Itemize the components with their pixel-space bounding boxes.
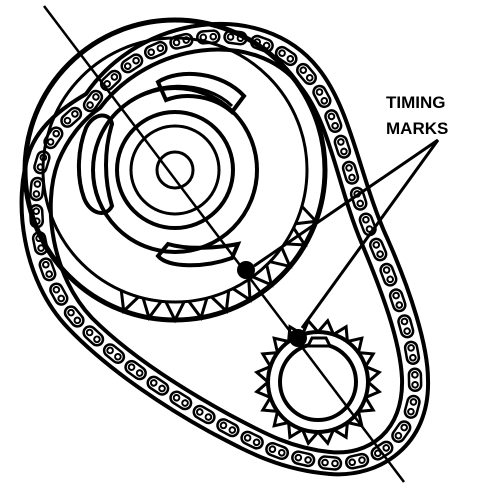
- cam-hub-inner: [115, 110, 235, 230]
- cam-tooth: [210, 290, 231, 315]
- camshaft-sprocket: [22, 17, 328, 324]
- chain-link: [169, 390, 193, 411]
- chain-link: [102, 343, 126, 364]
- chain-link: [192, 404, 216, 425]
- cam-bolt-hole: [155, 150, 195, 190]
- chain-link: [324, 109, 343, 134]
- chain-link: [388, 288, 407, 313]
- crank-keyway: [305, 336, 333, 348]
- chain-link: [38, 257, 57, 282]
- chain-outer-edge: [19, 22, 431, 477]
- chain-link: [63, 305, 85, 328]
- callout-leaders: [253, 138, 440, 329]
- cam-slot-upper: [155, 71, 247, 115]
- cam-tooth: [164, 301, 186, 324]
- chain-link: [29, 176, 45, 202]
- crankshaft-sprocket: [254, 318, 382, 446]
- timing-marks-label-line2: MARKS: [386, 119, 448, 138]
- chain-link: [240, 430, 264, 450]
- chain-link: [312, 84, 332, 109]
- timing-marks-label-line1: TIMING: [386, 93, 446, 112]
- timing-mark-upper: [237, 261, 255, 279]
- cam-slot-left: [76, 113, 115, 215]
- cam-slot-lower: [155, 241, 242, 268]
- cam-tooth: [141, 297, 163, 321]
- chain-link: [124, 359, 147, 381]
- cam-slot-curve: [118, 84, 234, 112]
- cam-tooth: [269, 247, 293, 269]
- cam-tooth: [187, 297, 209, 321]
- chain-link: [358, 212, 377, 237]
- leader-to-upper-mark: [253, 138, 439, 268]
- chain-link: [120, 53, 144, 74]
- chain-link: [344, 452, 370, 470]
- chain-link: [49, 282, 69, 306]
- chain-link: [274, 45, 298, 67]
- chain-link: [333, 134, 352, 159]
- cam-hub-outer: [91, 86, 259, 254]
- timing-mark-lower: [289, 329, 307, 347]
- timing-alignment-line: [43, 5, 405, 483]
- chain-link: [403, 394, 421, 419]
- chain-link: [403, 340, 421, 365]
- cam-tooth: [232, 279, 252, 303]
- cam-tooth: [119, 290, 140, 315]
- cam-hub-ring: [129, 124, 221, 216]
- chain-link: [407, 367, 423, 393]
- chain-link: [379, 262, 398, 287]
- chain-link: [82, 325, 105, 347]
- cam-sprocket-teeth: [119, 205, 320, 324]
- chain-link: [291, 450, 316, 468]
- chain-links: [28, 29, 423, 471]
- chain-link: [143, 40, 168, 60]
- chain-link: [169, 32, 194, 50]
- cam-tooth: [252, 264, 274, 288]
- chain-link: [369, 237, 388, 262]
- chain-link: [216, 418, 240, 438]
- leader-to-lower-mark: [300, 139, 440, 329]
- chain-link: [82, 89, 104, 113]
- chain-link: [397, 314, 415, 339]
- chain-link: [391, 420, 412, 443]
- cam-tooth: [295, 205, 320, 226]
- crank-hub: [278, 342, 358, 422]
- chain-link: [317, 455, 343, 471]
- chain-link: [341, 160, 360, 185]
- chain-link: [296, 62, 317, 86]
- chain-link: [265, 441, 290, 461]
- cam-sprocket-rim: [22, 17, 328, 323]
- chain-link: [146, 375, 170, 396]
- chain-link: [99, 69, 122, 92]
- cam-sprocket-inner-rim: [41, 36, 309, 304]
- chain-link: [60, 106, 83, 128]
- cam-tooth: [284, 227, 308, 247]
